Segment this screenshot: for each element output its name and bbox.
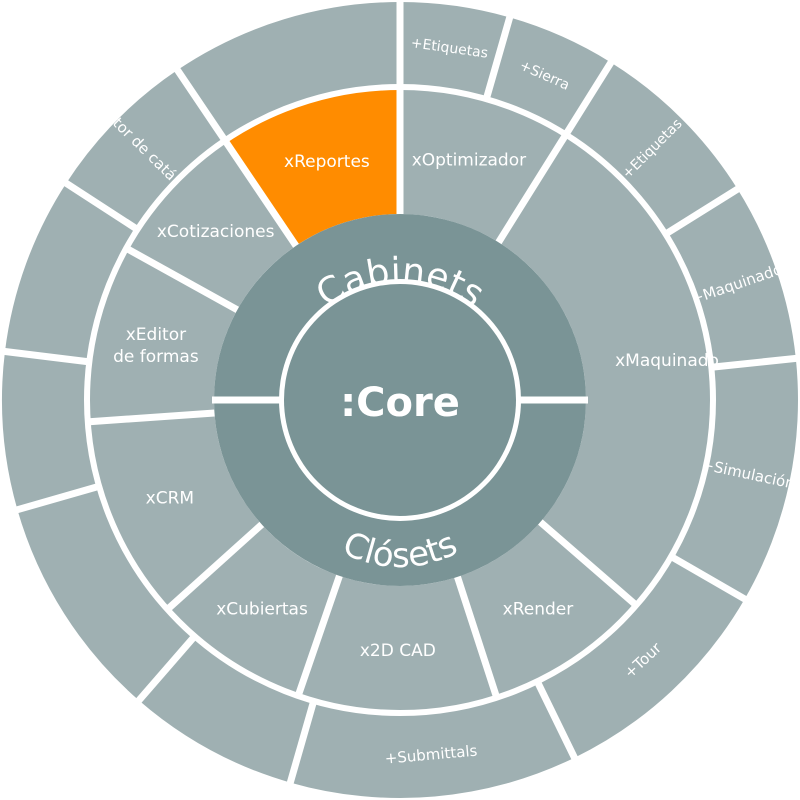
module-label-xoptimizador[interactable]: xOptimizador xyxy=(412,151,526,171)
addon-separator-10 xyxy=(12,482,102,515)
module-separator-5 xyxy=(294,572,344,699)
addon-separator-12 xyxy=(60,178,141,234)
module-separator-8 xyxy=(122,244,241,314)
core-circle xyxy=(284,284,516,516)
addon-segment-empty-10[interactable] xyxy=(4,183,137,362)
module-label-xreportes[interactable]: xReportes xyxy=(284,152,370,172)
module-separator-2 xyxy=(494,131,570,246)
module-separator-3 xyxy=(536,518,641,610)
addon-segment-empty-9[interactable] xyxy=(1,351,99,510)
addon-separator-8 xyxy=(285,698,318,788)
module-label-x2dcad[interactable]: x2D CAD xyxy=(360,641,436,661)
addon-separator-3 xyxy=(562,57,616,138)
addon-segment-etiquetas-top[interactable] xyxy=(400,2,510,99)
module-segment-xcubiertas[interactable] xyxy=(168,524,340,696)
module-label-xrender[interactable]: xRender xyxy=(503,599,574,619)
module-label-xmaquinado[interactable]: xMaquinado xyxy=(615,351,719,371)
addon-segment-submittals[interactable] xyxy=(290,682,575,798)
addon-separator-5 xyxy=(709,354,800,371)
module-segment-xrender[interactable] xyxy=(457,522,636,697)
module-segment-xreportes[interactable] xyxy=(225,88,400,246)
addon-segment-tour[interactable] xyxy=(537,557,745,758)
addon-separator-9 xyxy=(133,633,198,706)
platform-divider-right xyxy=(516,396,588,404)
addon-segment-empty-12[interactable] xyxy=(177,2,400,140)
addon-segment-sierra[interactable] xyxy=(486,17,611,134)
addon-segment-empty-7[interactable] xyxy=(138,636,314,783)
ring-gap-outer xyxy=(84,84,716,716)
module-separator-9 xyxy=(220,136,301,250)
module-label-xcrm[interactable]: xCRM xyxy=(146,489,194,509)
addon-segment-etiquetas-right[interactable] xyxy=(566,62,738,234)
addon-segment-editor-catalogos[interactable] xyxy=(66,70,225,229)
addon-separator-7 xyxy=(533,678,580,763)
module-separator-4 xyxy=(453,573,501,701)
module-segment-x2dcad[interactable] xyxy=(298,575,497,712)
module-ring: xOptimizador xMaquinado xRender x2D CAD xCub… xyxy=(84,84,719,716)
module-segment-xmaquinado[interactable] xyxy=(498,135,712,605)
core-label[interactable]: :Core xyxy=(340,380,460,426)
addon-separator-13 xyxy=(172,64,229,144)
module-segment-xoptimizador[interactable] xyxy=(400,88,566,243)
platform-divider-left xyxy=(212,396,284,404)
addon-separator-2 xyxy=(482,12,515,102)
module-separator-7 xyxy=(85,409,217,426)
addon-segment-empty-8[interactable] xyxy=(17,486,194,701)
addon-segment-simulacion[interactable] xyxy=(671,358,798,599)
module-label-xcubiertas[interactable]: xCubiertas xyxy=(216,599,308,619)
module-separator-6 xyxy=(163,520,266,614)
addon-segment-maquinado[interactable] xyxy=(666,189,796,368)
addon-separator-6 xyxy=(668,552,750,605)
addon-separator-4 xyxy=(662,184,743,238)
addon-separator-11 xyxy=(0,347,91,366)
module-label-xcotizaciones[interactable]: xCotizaciones xyxy=(157,222,275,242)
